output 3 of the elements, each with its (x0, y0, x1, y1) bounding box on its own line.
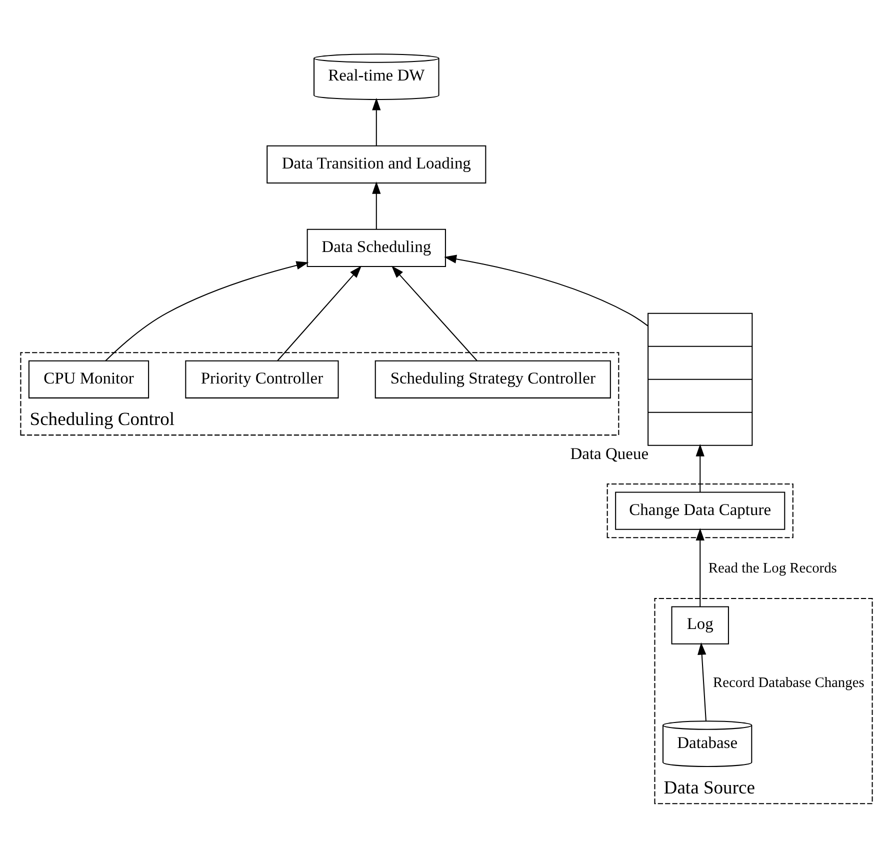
edge-label: Read the Log Records (708, 560, 837, 576)
edge-label: Record Database Changes (713, 674, 864, 691)
node-label: Data Queue (570, 444, 649, 464)
